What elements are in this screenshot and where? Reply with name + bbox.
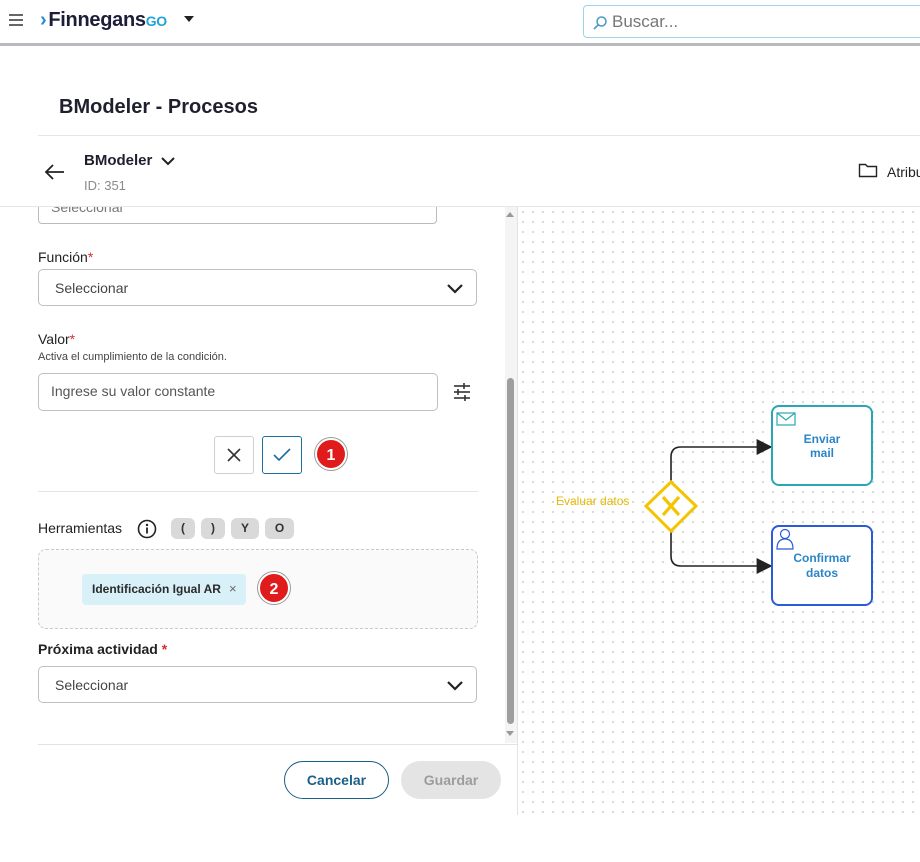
tool-and[interactable]: Y — [231, 518, 259, 539]
process-id: ID: 351 — [84, 178, 126, 193]
diagram-canvas[interactable]: Evaluar datos Enviar mail Confirmar dato… — [518, 207, 920, 815]
panel-divider — [517, 207, 518, 815]
condition-tag-text: Identificación Igual AR — [92, 582, 221, 596]
scroll-down-arrow[interactable] — [506, 731, 514, 736]
next-activity-select[interactable]: Seleccionar — [38, 666, 477, 703]
remove-tag-button[interactable]: × — [229, 581, 237, 596]
value-hint: Activa el cumplimiento de la condición. — [38, 351, 227, 363]
divider — [38, 135, 920, 136]
value-field[interactable] — [38, 373, 438, 411]
back-arrow-icon[interactable] — [44, 163, 66, 181]
search-box[interactable] — [583, 5, 920, 38]
flow-to-confirm-data[interactable] — [670, 529, 773, 574]
function-select-value: Seleccionar — [55, 280, 129, 296]
top-bar: ›FinnegansGO — [0, 0, 920, 46]
tools-label: Herramientas — [38, 520, 123, 536]
gateway-label: Evaluar datos — [556, 494, 630, 508]
confirm-condition-button[interactable] — [262, 436, 302, 474]
exclusive-gateway[interactable] — [643, 479, 699, 534]
task-send-mail-label: Enviar mail — [803, 432, 841, 460]
condition-tag[interactable]: Identificación Igual AR × — [82, 574, 246, 605]
function-select[interactable]: Seleccionar — [38, 269, 477, 306]
step-badge-2: 2 — [258, 572, 290, 604]
discard-condition-button[interactable] — [214, 436, 254, 474]
task-confirm-data-label: Confirmar datos — [793, 551, 851, 580]
folder-icon[interactable] — [858, 162, 878, 178]
divider — [38, 491, 478, 492]
tool-open-paren[interactable]: ( — [171, 518, 195, 539]
next-activity-value: Seleccionar — [55, 677, 129, 693]
search-icon — [593, 16, 607, 30]
page-title: BModeler - Procesos — [59, 96, 258, 118]
tune-icon[interactable] — [452, 381, 472, 403]
value-label: Valor* — [38, 331, 76, 347]
info-icon[interactable] — [137, 519, 157, 539]
function-label: Función* — [38, 249, 94, 265]
close-icon — [227, 448, 241, 462]
step-badge-1: 1 — [315, 438, 347, 470]
attributes-tab[interactable]: Atribu — [887, 164, 920, 180]
next-activity-label: Próxima actividad * — [38, 641, 168, 657]
value-input[interactable] — [51, 383, 421, 399]
save-button[interactable]: Guardar — [401, 761, 501, 799]
chevron-down-icon — [447, 681, 463, 691]
tool-or[interactable]: O — [265, 518, 294, 539]
divider — [38, 744, 517, 745]
mail-icon — [776, 412, 796, 426]
brand-chevron-down-icon[interactable] — [184, 16, 194, 22]
brand-logo[interactable]: ›FinnegansGO — [40, 9, 167, 31]
process-name[interactable]: BModeler — [84, 152, 153, 169]
divider — [0, 206, 920, 207]
diagram-svg — [643, 405, 873, 606]
menu-icon[interactable] — [9, 14, 23, 29]
tool-close-paren[interactable]: ) — [201, 518, 225, 539]
check-icon — [273, 448, 291, 462]
cancel-button[interactable]: Cancelar — [284, 761, 389, 799]
header-background — [0, 140, 505, 206]
user-icon — [776, 528, 794, 550]
task-send-mail[interactable] — [771, 405, 873, 486]
scroll-thumb[interactable] — [507, 378, 514, 724]
task-confirm-data[interactable] — [771, 525, 873, 606]
scroll-up-arrow[interactable] — [506, 212, 514, 217]
chevron-down-icon[interactable] — [160, 155, 176, 167]
search-input[interactable] — [612, 10, 912, 34]
chevron-down-icon — [447, 284, 463, 294]
flow-to-send-mail[interactable] — [670, 439, 773, 483]
